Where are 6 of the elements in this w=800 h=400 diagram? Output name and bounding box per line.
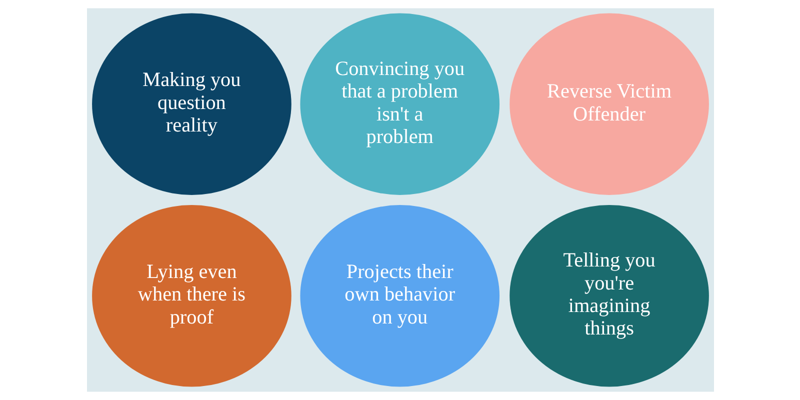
node-circle: Projects their own behavior on you <box>300 205 500 387</box>
node-circle: Convincing you that a problem isn't a problem <box>300 13 500 195</box>
node-circle: Telling you you're imagining things <box>509 205 708 387</box>
node-circle: Lying even when there is proof <box>92 205 291 387</box>
node-circle: Making you question reality <box>92 13 291 195</box>
node-circle: Reverse Victim Offender <box>509 13 708 195</box>
